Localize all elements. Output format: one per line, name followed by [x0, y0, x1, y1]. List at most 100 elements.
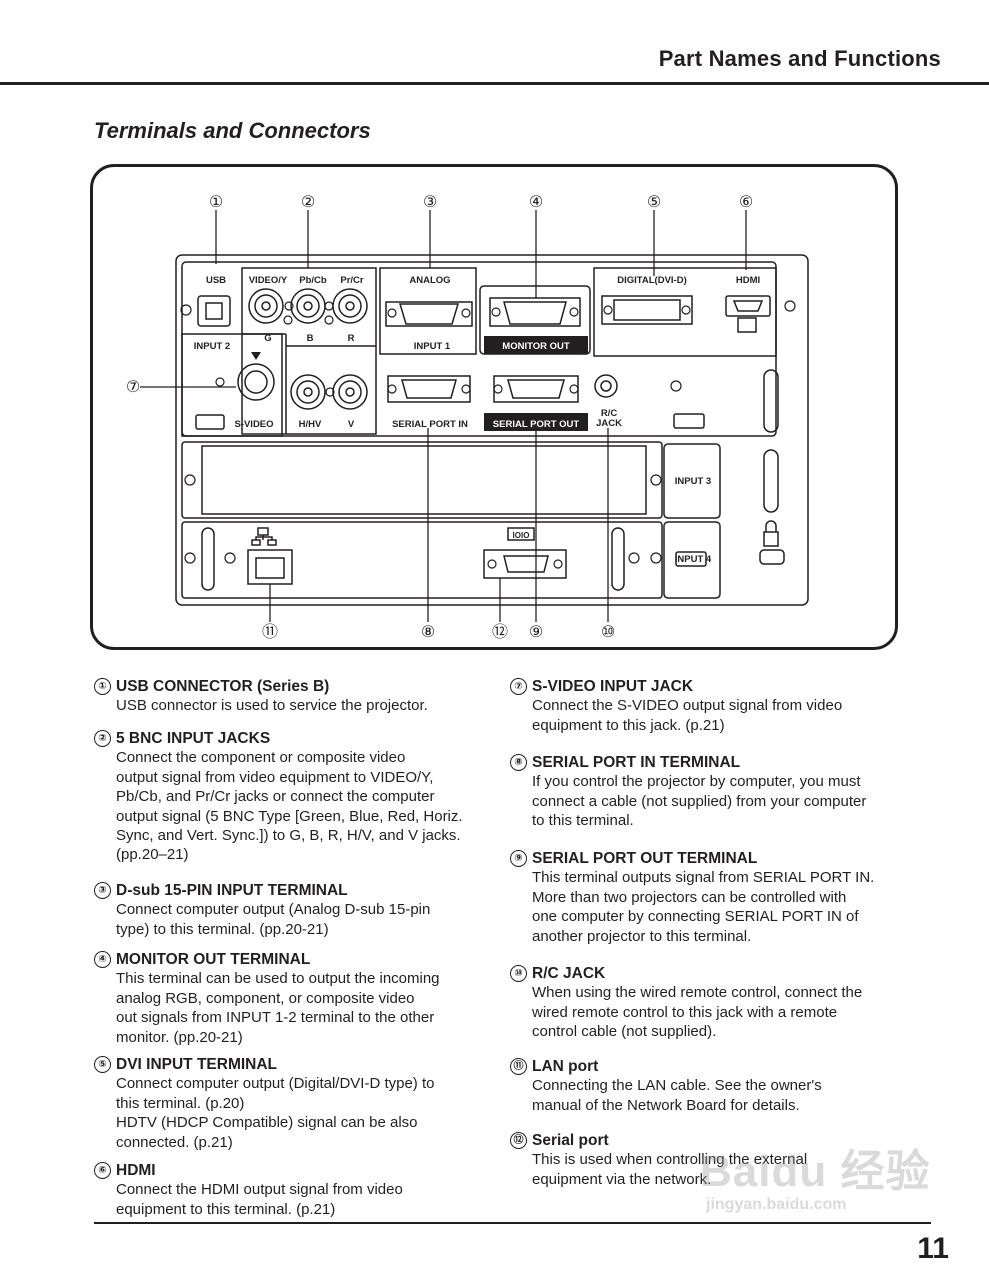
label-hdmi: HDMI	[736, 275, 760, 286]
page-number: 11	[917, 1232, 949, 1265]
bnc-jacks	[248, 288, 368, 410]
item-number: ⑫	[510, 1132, 527, 1149]
item-body: USB connector is used to service the pro…	[116, 697, 428, 715]
item-number: ①	[94, 678, 111, 695]
header-rule	[0, 82, 989, 85]
item-title: R/C JACK	[532, 965, 606, 982]
item-number: ⑧	[510, 754, 527, 771]
input4-box	[663, 521, 721, 599]
label-video-y: VIDEO/Y	[249, 275, 288, 286]
item-number: ⑦	[510, 678, 527, 695]
item-bnc: ② 5 BNC INPUT JACKS Connect the componen…	[94, 729, 496, 865]
label-svideo: S-VIDEO	[234, 419, 273, 430]
label-input2: INPUT 2	[194, 341, 230, 352]
callout-4: ④	[529, 194, 543, 211]
diagram-frame	[90, 164, 898, 650]
label-b: B	[307, 333, 314, 344]
upper-bay	[181, 261, 777, 437]
callout-10: ⑩	[601, 624, 615, 641]
item-body: Connect the component or composite video…	[116, 749, 463, 864]
item-monitor-out: ④ MONITOR OUT TERMINAL This terminal can…	[94, 950, 496, 1047]
item-title: SERIAL PORT IN TERMINAL	[532, 754, 741, 771]
item-number: ⑪	[510, 1058, 527, 1075]
panel-outline	[175, 254, 809, 606]
item-body: This terminal can be used to output the …	[116, 970, 440, 1046]
label-analog: ANALOG	[409, 275, 450, 286]
monitor-out-label-bg	[484, 336, 588, 354]
input2-group	[181, 333, 283, 437]
item-lan: ⑪ LAN port Connecting the LAN cable. See…	[510, 1057, 912, 1115]
label-ioio: IOIO	[513, 531, 530, 540]
slot-input4	[181, 521, 663, 599]
item-title: S-VIDEO INPUT JACK	[532, 678, 694, 695]
label-h-hv: H/HV	[299, 419, 322, 430]
item-title: SERIAL PORT OUT TERMINAL	[532, 850, 758, 867]
item-svideo: ⑦ S-VIDEO INPUT JACK Connect the S-VIDEO…	[510, 677, 912, 735]
item-body: Connecting the LAN cable. See the owner'…	[532, 1077, 822, 1114]
item-usb: ① USB CONNECTOR (Series B) USB connector…	[94, 677, 496, 716]
label-jack: JACK	[596, 418, 622, 429]
item-title: LAN port	[532, 1058, 599, 1075]
lan-port	[247, 549, 293, 585]
svideo-marker-icon	[251, 352, 261, 360]
item-dvi: ⑤ DVI INPUT TERMINAL Connect computer ou…	[94, 1055, 496, 1152]
item-body: If you control the projector by computer…	[532, 773, 867, 830]
dvi-hdmi-group	[593, 267, 777, 357]
label-serial-in: SERIAL PORT IN	[392, 419, 468, 430]
callout-3: ③	[423, 194, 437, 211]
label-dvi: DIGITAL(DVI-D)	[617, 275, 686, 286]
screws	[180, 300, 796, 569]
callout-1: ①	[209, 194, 223, 211]
item-title: DVI INPUT TERMINAL	[116, 1056, 278, 1073]
slot-input3-cover	[201, 445, 647, 515]
callout-2: ②	[301, 194, 315, 211]
item-number: ⑩	[510, 965, 527, 982]
input3-box	[663, 443, 721, 519]
item-title: HDMI	[116, 1162, 156, 1179]
label-monitor-out: MONITOR OUT	[502, 341, 570, 352]
watermark-url: jingyan.baidu.com	[706, 1196, 847, 1213]
callout-12: ⑫	[492, 623, 508, 641]
item-number: ③	[94, 882, 111, 899]
item-body: Connect the S-VIDEO output signal from v…	[532, 697, 843, 734]
label-rc: R/C	[601, 408, 618, 419]
label-serial-out: SERIAL PORT OUT	[493, 419, 580, 430]
callout-7: ⑦	[126, 379, 140, 396]
item-title: Serial port	[532, 1132, 609, 1149]
item-rc-jack: ⑩ R/C JACK When using the wired remote c…	[510, 964, 912, 1042]
item-title: 5 BNC INPUT JACKS	[116, 730, 271, 747]
label-pr-cr: Pr/Cr	[340, 275, 364, 286]
callout-8: ⑧	[421, 624, 435, 641]
item-number: ⑨	[510, 850, 527, 867]
label-g: G	[264, 333, 271, 344]
callout-11: ⑪	[262, 623, 278, 641]
callout-9: ⑨	[529, 624, 543, 641]
item-number: ②	[94, 730, 111, 747]
label-usb: USB	[206, 275, 226, 286]
page-header-title: Part Names and Functions	[658, 46, 941, 71]
item-body: When using the wired remote control, con…	[532, 984, 863, 1041]
slot-input3	[181, 441, 663, 519]
label-input1: INPUT 1	[414, 341, 451, 352]
rc-jack	[594, 374, 618, 398]
serial-out-label-bg	[484, 413, 588, 431]
section-title: Terminals and Connectors	[94, 118, 371, 143]
usb-port	[197, 295, 231, 327]
leader-lines	[140, 210, 747, 622]
item-title: D-sub 15-PIN INPUT TERMINAL	[116, 882, 348, 899]
analog-group	[379, 267, 477, 355]
item-body: Connect computer output (Digital/DVI-D t…	[116, 1075, 435, 1151]
label-input4: INPUT 4	[675, 554, 712, 565]
label-pb-cb: Pb/Cb	[299, 275, 327, 286]
item-body: This is used when controlling the extern…	[532, 1151, 808, 1188]
svideo-jack	[237, 363, 275, 401]
item-serial-in: ⑧ SERIAL PORT IN TERMINAL If you control…	[510, 753, 912, 831]
label-input3: INPUT 3	[675, 476, 711, 487]
connector-panel-diagram: ① ② ③ ④ ⑤ ⑥ ⑦ ⑧ ⑨ ⑩ ⑪ ⑫ USB VIDEO/Y Pb/C…	[126, 194, 809, 641]
watermark-logo: Baidu 经验	[700, 1147, 931, 1196]
bnc-group	[241, 267, 377, 435]
item-number: ⑤	[94, 1056, 111, 1073]
item-title: USB CONNECTOR (Series B)	[116, 678, 330, 695]
item-serial-port: ⑫ Serial port This is used when controll…	[510, 1131, 912, 1189]
item-body: Connect computer output (Analog D-sub 15…	[116, 901, 431, 938]
